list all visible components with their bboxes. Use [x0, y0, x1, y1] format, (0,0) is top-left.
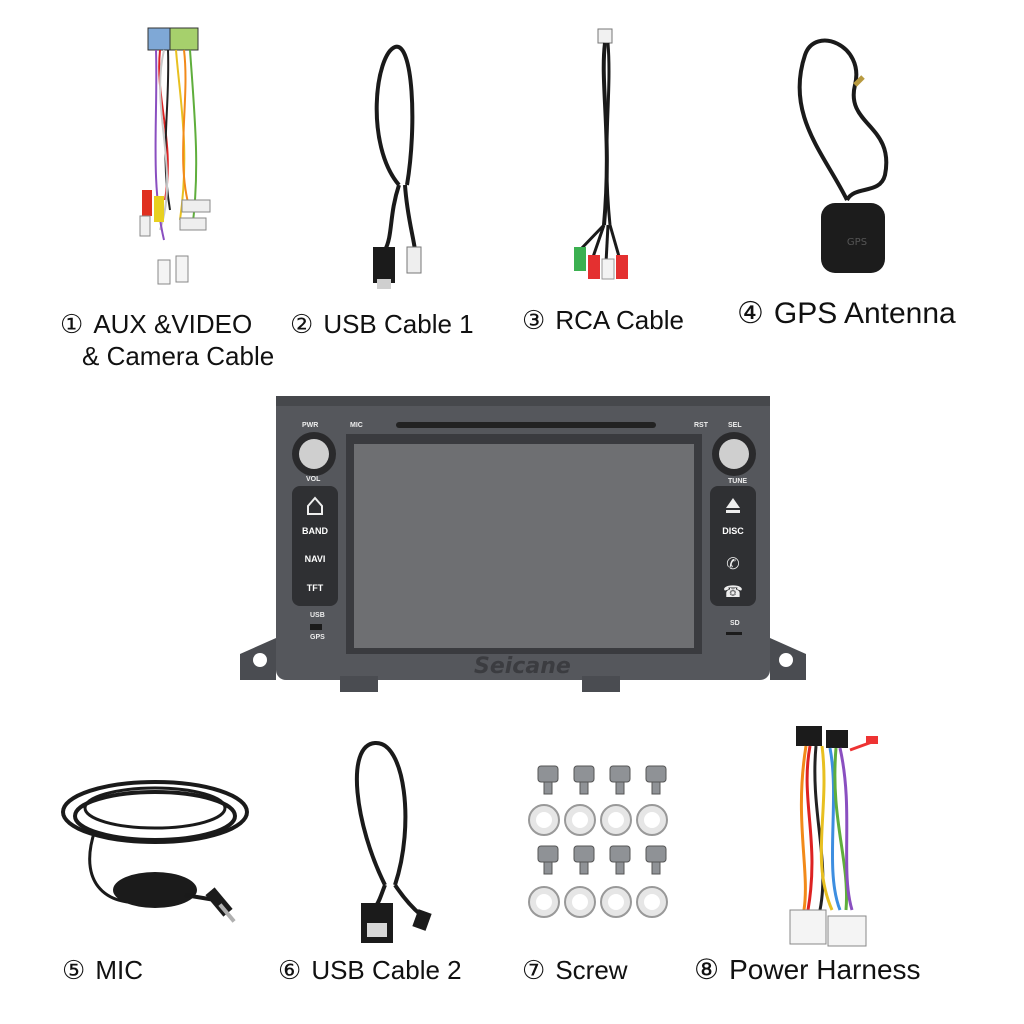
- phone-answer-icon: ✆: [726, 554, 739, 573]
- caption-number: ③: [522, 305, 546, 335]
- caption-number: ⑤: [62, 955, 86, 985]
- screws-image: [520, 760, 680, 930]
- sd-slot: [726, 632, 742, 635]
- caption-label: RCA Cable: [555, 305, 684, 335]
- mic-image: [55, 770, 255, 940]
- usb-cable-1-image: [355, 35, 445, 295]
- usb-cable-2-image: [335, 735, 445, 950]
- caption-number: ⑥: [278, 955, 302, 985]
- eject-icon: [726, 498, 740, 508]
- caption-label: MIC: [95, 955, 143, 985]
- gps-label: GPS: [310, 634, 325, 641]
- screws-drawing: [528, 765, 668, 918]
- caption-power-harness: ⑧ Power Harness: [694, 954, 921, 986]
- power-harness-drawing: [789, 726, 878, 947]
- caption-number: ⑧: [694, 954, 720, 985]
- vol-label: VOL: [306, 476, 321, 483]
- aux-cable-drawing: [139, 27, 211, 285]
- rca-cable-image: [560, 25, 650, 285]
- rca-cable-drawing: [574, 28, 628, 280]
- caption-label-line2: & Camera Cable: [82, 341, 275, 371]
- caption-label: USB Cable 2: [311, 955, 462, 985]
- usb-port: [310, 624, 322, 630]
- tft-button[interactable]: TFT: [306, 583, 324, 593]
- pwr-label: PWR: [302, 422, 319, 429]
- caption-label: AUX &VIDEO: [93, 309, 253, 339]
- band-button[interactable]: BAND: [302, 526, 328, 536]
- caption-label: USB Cable 1: [323, 309, 474, 339]
- navi-button[interactable]: NAVI: [304, 554, 326, 564]
- gps-antenna-mark: GPS: [847, 237, 867, 248]
- head-unit-drawing: ✆ ☎: [240, 396, 806, 692]
- power-harness-image: [780, 720, 890, 950]
- brand-logo: Seicane: [474, 654, 571, 679]
- usb-cable-1-drawing: [373, 44, 422, 289]
- sel-label: SEL: [728, 422, 742, 429]
- tune-label: TUNE: [728, 478, 748, 485]
- disc-button[interactable]: DISC: [722, 526, 744, 536]
- home-icon: [307, 496, 323, 515]
- caption-usb-cable-1: ② USB Cable 1: [290, 308, 474, 340]
- caption-gps-antenna: ④ GPS Antenna: [737, 298, 956, 330]
- phone-hangup-icon: ☎: [723, 582, 743, 601]
- caption-label: Power Harness: [729, 954, 921, 985]
- caption-number: ①: [60, 309, 84, 339]
- caption-number: ②: [290, 309, 314, 339]
- gps-antenna-drawing: GPS: [797, 38, 889, 273]
- caption-label: GPS Antenna: [773, 297, 956, 330]
- usb-cable-2-drawing: [354, 740, 432, 943]
- usb-label: USB: [310, 612, 325, 619]
- mic-label: MIC: [350, 422, 363, 429]
- caption-number: ④: [737, 297, 764, 330]
- sd-label: SD: [730, 620, 740, 627]
- caption-rca-cable: ③ RCA Cable: [522, 304, 684, 336]
- caption-mic: ⑤ MIC: [62, 954, 143, 986]
- mic-drawing: [61, 780, 249, 923]
- caption-label: Screw: [555, 955, 628, 985]
- aux-video-camera-cable-image: [120, 20, 240, 300]
- caption-number: ⑦: [522, 955, 546, 985]
- rst-label: RST: [694, 422, 708, 429]
- gps-antenna-image: GPS: [785, 25, 905, 285]
- caption-usb-cable-2: ⑥ USB Cable 2: [278, 954, 462, 986]
- caption-aux-video-cable: ① AUX &VIDEO & Camera Cable: [60, 308, 274, 372]
- head-unit: ✆ ☎ PWR MIC RST SEL VOL TUNE USB GPS SD …: [236, 392, 810, 698]
- caption-screw: ⑦ Screw: [522, 954, 628, 986]
